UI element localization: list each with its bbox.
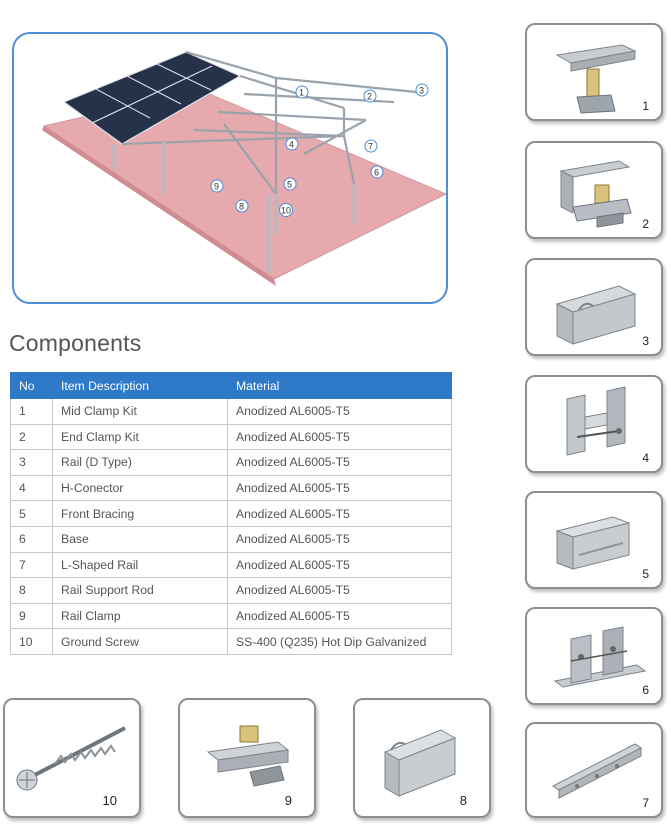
callout-1: 1 [295, 85, 309, 99]
component-card-8: 8 [353, 698, 491, 818]
component-card-9: 9 [178, 698, 316, 818]
svg-text:8: 8 [239, 202, 244, 212]
rail-clamp-icon [206, 725, 290, 787]
component-card-1: 1 [525, 23, 663, 121]
mid-clamp-kit-icon [555, 44, 637, 114]
component-card-7: 7 [525, 722, 663, 818]
svg-text:7: 7 [368, 142, 373, 152]
row-no: 1 [10, 398, 53, 425]
component-card-6: 6 [525, 607, 663, 705]
row-no: 4 [10, 474, 53, 502]
svg-text:4: 4 [289, 140, 294, 150]
row-material: Anodized AL6005-T5 [227, 474, 452, 502]
card-number: 10 [102, 793, 117, 808]
card-number: 9 [284, 793, 292, 808]
card-number: 4 [642, 451, 649, 465]
row-material: Anodized AL6005-T5 [227, 602, 452, 630]
callout-9: 9 [210, 179, 224, 193]
row-no: 2 [10, 423, 53, 451]
row-material: Anodized AL6005-T5 [227, 525, 452, 553]
row-no: 6 [10, 525, 53, 553]
row-description: Ground Screw [52, 628, 228, 655]
row-description: Base [52, 525, 228, 553]
row-description: H-Conector [52, 474, 228, 502]
front-bracing-icon [555, 516, 631, 570]
callout-3: 3 [415, 83, 429, 97]
row-material: Anodized AL6005-T5 [227, 398, 452, 425]
component-card-4: 4 [525, 375, 663, 473]
card-number: 6 [642, 683, 649, 697]
support-posts [112, 142, 356, 272]
svg-text:5: 5 [287, 180, 292, 190]
section-title: Components [9, 330, 142, 356]
callout-7: 7 [364, 139, 378, 153]
row-material: Anodized AL6005-T5 [227, 423, 452, 451]
row-no: 5 [10, 500, 53, 527]
row-no: 3 [10, 449, 53, 476]
rail-support-rod-icon [383, 729, 457, 797]
callout-8: 8 [235, 199, 249, 213]
callout-2: 2 [363, 89, 377, 103]
row-description: L-Shaped Rail [52, 551, 228, 579]
component-card-5: 5 [525, 491, 663, 589]
row-no: 9 [10, 602, 53, 630]
card-number: 1 [642, 99, 649, 113]
row-description: Rail Support Rod [52, 577, 228, 604]
component-card-10: 10 [3, 698, 141, 818]
card-number: 8 [459, 793, 467, 808]
callout-10: 10 [279, 203, 293, 217]
header-item-description: Item Description [52, 372, 228, 399]
row-material: Anodized AL6005-T5 [227, 577, 452, 604]
callout-5: 5 [283, 177, 297, 191]
row-no: 8 [10, 577, 53, 604]
svg-text:6: 6 [374, 168, 379, 178]
svg-text:10: 10 [281, 206, 291, 216]
ground-mount-diagram: 1 2 3 4 5 6 7 8 [12, 32, 448, 304]
table-header-row: No Item Description Material [10, 372, 452, 399]
row-no: 7 [10, 551, 53, 579]
header-no: No [10, 372, 53, 399]
component-card-2: 2 [525, 141, 663, 239]
row-description: Front Bracing [52, 500, 228, 527]
rail-frame [121, 50, 417, 195]
row-description: Rail Clamp [52, 602, 228, 630]
callout-4: 4 [285, 137, 299, 151]
svg-text:9: 9 [214, 182, 219, 192]
card-number: 2 [642, 217, 649, 231]
header-material: Material [227, 372, 452, 399]
card-number: 5 [642, 567, 649, 581]
row-material: Anodized AL6005-T5 [227, 551, 452, 579]
svg-text:2: 2 [367, 92, 372, 102]
row-material: Anodized AL6005-T5 [227, 449, 452, 476]
svg-text:3: 3 [419, 86, 424, 96]
h-connector-icon [566, 386, 626, 456]
row-description: End Clamp Kit [52, 423, 228, 451]
card-number: 7 [642, 796, 649, 810]
card-number: 3 [642, 334, 649, 348]
callout-6: 6 [370, 165, 384, 179]
row-material: Anodized AL6005-T5 [227, 500, 452, 527]
ground-screw-icon [16, 726, 126, 791]
l-shaped-rail-icon [552, 743, 642, 799]
rail-d-type-icon [555, 285, 637, 345]
component-card-3: 3 [525, 258, 663, 356]
row-no: 10 [10, 628, 53, 655]
row-description: Mid Clamp Kit [52, 398, 228, 425]
base-icon [553, 626, 647, 688]
row-material: SS-400 (Q235) Hot Dip Galvanized [227, 628, 452, 655]
row-description: Rail (D Type) [52, 449, 228, 476]
end-clamp-kit-icon [559, 160, 632, 228]
svg-text:1: 1 [299, 88, 304, 98]
